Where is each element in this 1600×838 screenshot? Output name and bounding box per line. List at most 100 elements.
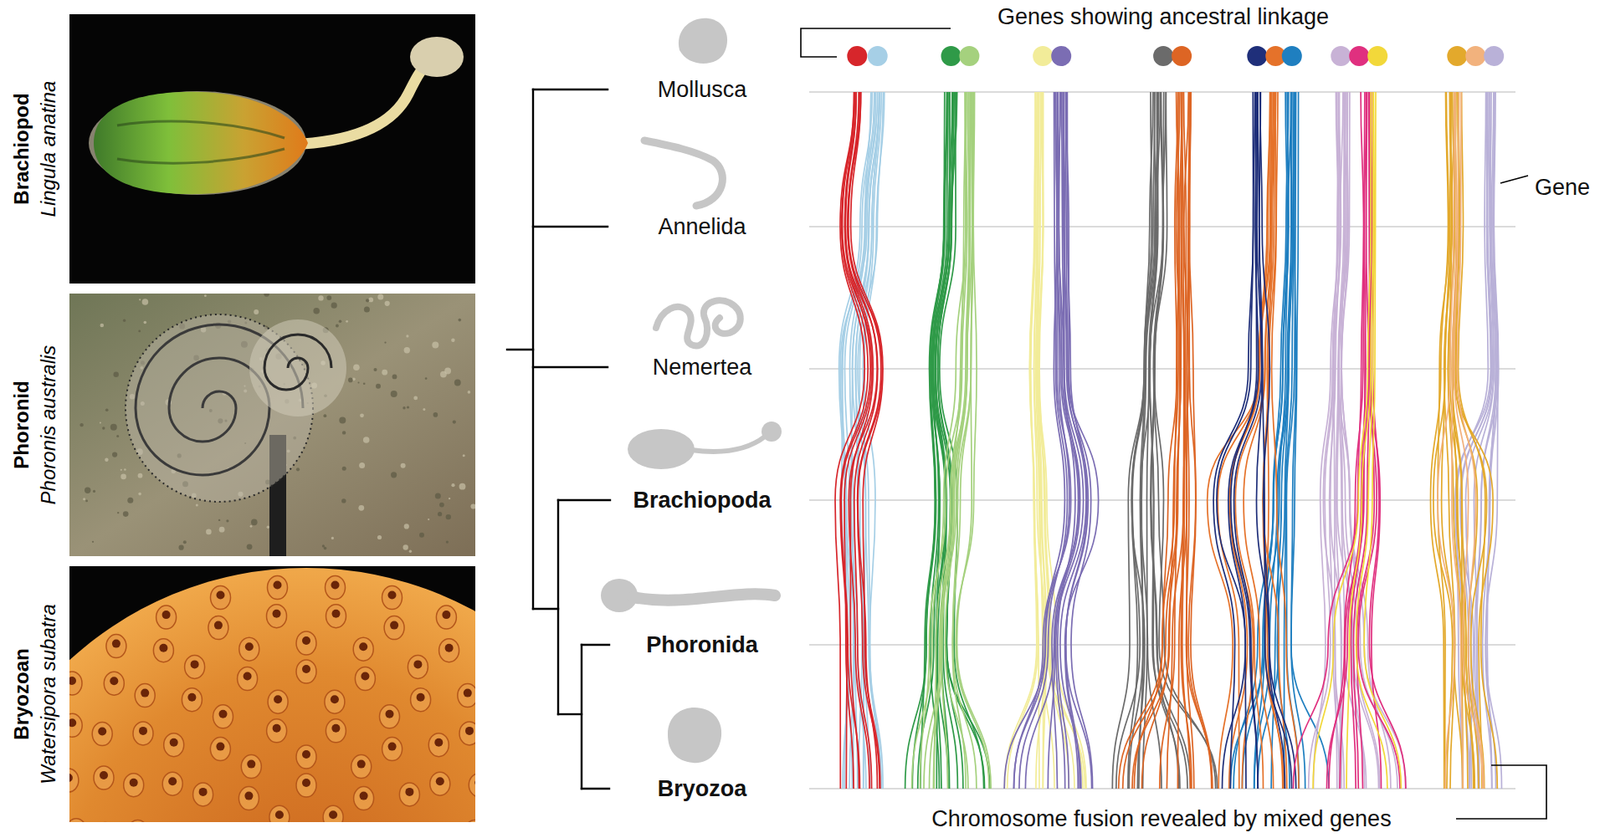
sand-grain — [377, 535, 382, 540]
gene-line — [1166, 92, 1185, 790]
zooid-orifice — [97, 728, 107, 737]
sand-grain — [138, 473, 144, 479]
zooid — [430, 772, 451, 796]
zooid-orifice — [360, 672, 370, 682]
gene-line — [1271, 92, 1299, 790]
sand-grain — [263, 293, 269, 298]
sand-grain — [462, 454, 466, 457]
taxon-name: Phoronida — [646, 631, 759, 659]
sand-grain — [435, 492, 442, 499]
sand-grain — [470, 503, 476, 509]
zooid — [69, 671, 83, 696]
zooid — [382, 738, 403, 762]
zooid — [399, 783, 420, 807]
gene-line — [1189, 92, 1213, 790]
linkage-dot — [1330, 46, 1351, 67]
row-line — [809, 788, 1516, 790]
zooid-orifice — [138, 727, 148, 736]
zooid — [353, 637, 374, 662]
sand-grain — [120, 469, 123, 472]
sand-grain — [381, 369, 388, 376]
zooid-orifice — [359, 792, 369, 801]
gene-line — [1142, 92, 1183, 790]
gene-line — [1066, 92, 1093, 790]
zooid-orifice — [389, 621, 399, 631]
zooid — [103, 671, 124, 696]
zooid — [164, 733, 185, 758]
sand-grain — [437, 512, 442, 517]
branch — [580, 645, 583, 790]
sand-grain — [102, 426, 105, 430]
zooid-orifice — [69, 676, 77, 686]
gene-line — [1188, 92, 1212, 790]
sand-grain — [84, 487, 91, 494]
zooid — [379, 705, 400, 729]
zooid — [210, 738, 231, 762]
sand-grain — [409, 550, 412, 554]
zooid-orifice — [273, 695, 283, 704]
linkage-dots — [846, 46, 1504, 67]
row-line — [809, 91, 1516, 93]
zooid — [69, 713, 83, 738]
zooid-orifice — [272, 610, 282, 619]
gene-line — [851, 92, 883, 790]
sand-grain — [204, 294, 207, 298]
zooid — [457, 684, 476, 708]
row-line — [809, 368, 1516, 370]
zooid — [162, 772, 183, 796]
zooid-orifice — [69, 718, 77, 728]
linkage-dot — [1051, 46, 1072, 67]
gene-line — [1458, 92, 1498, 790]
sand-grain — [459, 483, 467, 491]
sand-grain — [348, 378, 354, 384]
sand-grain — [363, 383, 366, 386]
zooid — [69, 769, 79, 793]
zooid-orifice — [129, 779, 139, 788]
sand-grain — [365, 298, 370, 303]
linkage-dot — [1171, 46, 1192, 67]
sand-grain — [341, 498, 346, 503]
sand-grain — [444, 368, 452, 375]
zooid-orifice — [405, 788, 414, 797]
zooid — [266, 719, 288, 744]
zooid — [134, 684, 155, 708]
zooid — [439, 639, 460, 663]
sand-grain — [123, 511, 129, 518]
sand-grain — [454, 379, 462, 387]
zooid-orifice — [140, 689, 149, 698]
gene-line — [1486, 92, 1503, 790]
pedicle — [302, 61, 429, 144]
branch — [533, 88, 608, 91]
zooid — [156, 605, 177, 630]
callout-label: Gene — [1534, 174, 1590, 201]
sand-grain — [99, 422, 102, 425]
zooid-orifice — [273, 581, 283, 590]
zooid-orifice — [463, 689, 472, 698]
header-label: Genes showing ancestral linkage — [997, 3, 1329, 31]
bottom-bracket — [1456, 765, 1547, 820]
zooid-orifice — [168, 777, 177, 786]
sand-grain — [205, 529, 212, 536]
sand-grain — [427, 518, 430, 521]
zooid-orifice — [199, 788, 208, 797]
sand-grain — [358, 462, 365, 469]
sand-grain — [323, 414, 328, 418]
zooid — [128, 820, 149, 823]
gene-line — [1007, 92, 1039, 790]
sand-grain — [143, 321, 148, 325]
annelid-silhouette — [644, 140, 723, 206]
sand-grain — [110, 424, 118, 431]
group-name: Brachiopod — [8, 14, 36, 284]
zooid — [384, 616, 405, 641]
mollusc-silhouette — [678, 18, 728, 64]
gene-line — [1328, 92, 1365, 790]
zooid-orifice — [441, 610, 451, 620]
linkage-dot — [846, 46, 867, 67]
bryozoan-silhouette — [667, 707, 722, 764]
brackets — [800, 28, 1547, 820]
linkage-dot — [1483, 46, 1504, 67]
zooid-orifice — [465, 727, 474, 736]
gene-line — [1453, 92, 1493, 790]
zooid-orifice — [332, 610, 341, 619]
zooid — [353, 787, 375, 811]
